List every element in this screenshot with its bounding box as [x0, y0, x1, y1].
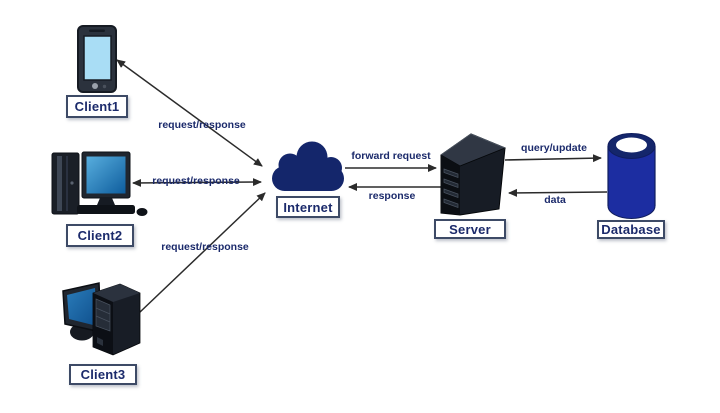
edge-label-response: response [368, 190, 416, 202]
connection-arrows [116, 59, 608, 314]
smartphone-icon [77, 25, 117, 93]
node-label-server: Server [434, 219, 506, 239]
arrow-query-update [504, 154, 602, 163]
node-label-client1: Client1 [66, 95, 128, 118]
edge-label-forward-request: forward request [351, 150, 431, 162]
edge-label-client1-internet: request/response [158, 119, 246, 131]
desktop-computer-icon [51, 151, 148, 216]
node-label-database: Database [597, 220, 665, 239]
edge-label-client3-internet: request/response [161, 241, 249, 253]
arrow-client2-internet [132, 178, 262, 187]
arrow-data [508, 188, 608, 197]
node-label-client3: Client3 [69, 364, 137, 385]
node-label-client2: Client2 [66, 224, 134, 247]
workstation-3d-icon [62, 282, 141, 356]
edge-label-query-update: query/update [521, 142, 587, 154]
edge-label-client2-internet: request/response [152, 175, 240, 187]
database-cylinder-icon [607, 133, 656, 219]
server-tower-icon [440, 133, 507, 216]
edge-label-data: data [544, 194, 566, 206]
arrow-client1-internet [116, 59, 263, 167]
arrow-client3-internet [138, 192, 266, 314]
cloud-icon [272, 141, 344, 191]
node-label-internet: Internet [276, 196, 340, 218]
